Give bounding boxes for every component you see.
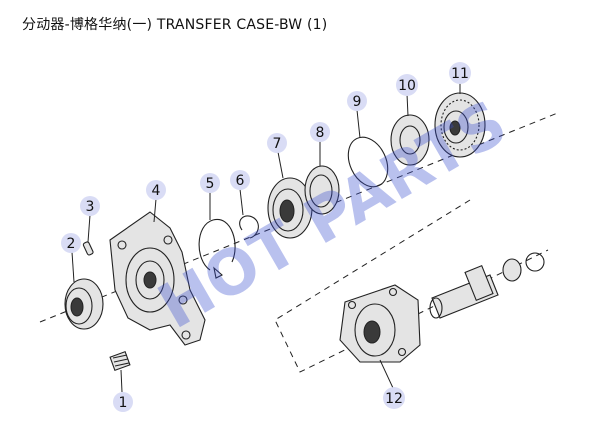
part-seal xyxy=(304,165,340,215)
page-title: 分动器-博格华纳(一) TRANSFER CASE-BW (1) xyxy=(22,17,328,33)
callout-12-label: 12 xyxy=(385,391,403,407)
callout-4-label: 4 xyxy=(152,183,161,199)
callout-8-label: 8 xyxy=(316,125,325,141)
callout-6-label: 6 xyxy=(236,173,245,189)
callout-12: 12 xyxy=(383,387,405,409)
part-output-housing xyxy=(339,252,545,363)
callout-9: 9 xyxy=(347,91,367,111)
part-pin xyxy=(82,241,94,256)
callout-1: 1 xyxy=(113,392,133,412)
callout-2: 2 xyxy=(61,233,81,253)
callout-7: 7 xyxy=(267,133,287,153)
callout-8: 8 xyxy=(310,122,330,142)
callout-7-label: 7 xyxy=(273,136,282,152)
callout-2-label: 2 xyxy=(67,236,76,252)
callout-9-label: 9 xyxy=(353,94,362,110)
part-bearing-center xyxy=(267,177,313,239)
part-ring xyxy=(347,136,389,188)
part-snap-ring xyxy=(198,219,236,279)
part-washer xyxy=(390,114,430,166)
callout-5: 5 xyxy=(200,173,220,193)
part-bolt xyxy=(109,350,131,372)
output-group-outline xyxy=(274,199,549,373)
part-clip xyxy=(239,215,259,239)
callout-5-label: 5 xyxy=(206,176,215,192)
callout-10-label: 10 xyxy=(398,78,416,94)
callout-11: 11 xyxy=(449,62,471,84)
callout-10: 10 xyxy=(396,74,418,96)
part-housing-cover xyxy=(109,211,206,346)
callout-6: 6 xyxy=(230,170,250,190)
callout-11-label: 11 xyxy=(451,66,469,82)
part-bearing-left xyxy=(64,278,104,330)
callout-4: 4 xyxy=(146,180,166,200)
callout-1-label: 1 xyxy=(119,395,128,411)
callout-3: 3 xyxy=(80,196,100,216)
callout-3-label: 3 xyxy=(86,199,95,215)
